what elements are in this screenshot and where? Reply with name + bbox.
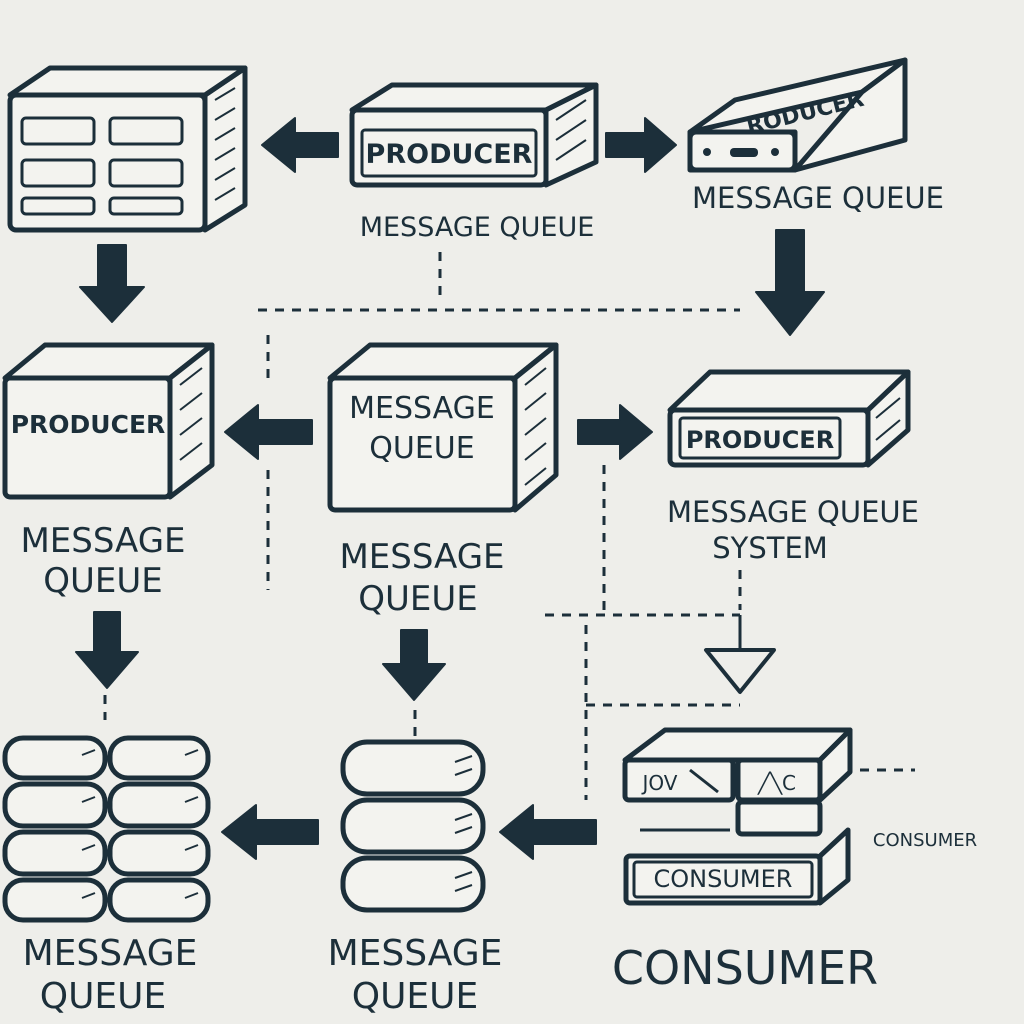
arrow-right-top	[605, 117, 677, 173]
consumer-bottom-label: CONSUMER	[654, 865, 793, 893]
arrow-left-mid-left	[224, 404, 313, 460]
message-queue-box-center: MESSAGE QUEUE	[327, 342, 559, 513]
arrow-left-bottom-center	[499, 804, 597, 860]
caption-queue-bottom-center: QUEUE	[352, 976, 479, 1017]
caption-consumer: CONSUMER	[612, 941, 878, 995]
caption-queue-bottom-left: QUEUE	[40, 976, 167, 1017]
caption-message-center: MESSAGE	[339, 537, 504, 577]
consumer-top-right-label: ╱╲C	[757, 771, 796, 795]
arrow-down-mid-left	[75, 611, 139, 689]
arrow-down-left-top	[79, 244, 145, 323]
caption-message-queue-top-right: MESSAGE QUEUE	[692, 181, 944, 215]
caption-message-queue-top: MESSAGE QUEUE	[360, 212, 595, 243]
dashed-connectors	[103, 252, 915, 800]
flow-arrows	[75, 117, 825, 860]
arrow-down-open	[704, 648, 776, 694]
database-stack-icon-center	[340, 739, 486, 913]
server-rack-icon	[7, 65, 248, 233]
producer-label-top: PRODUCER	[366, 139, 533, 170]
database-stack-icon-left	[2, 735, 211, 923]
producer-label-mid-right: PRODUCER	[686, 426, 834, 454]
message-queue-label-line2: QUEUE	[369, 431, 474, 466]
arrow-down-right-top	[755, 229, 825, 336]
arrow-left-top	[261, 117, 339, 173]
consumer-top-left-label: JOV	[641, 771, 678, 795]
arrow-left-bottom-left	[221, 804, 319, 860]
caption-message-queue-system-line2: SYSTEM	[712, 531, 828, 565]
caption-message-bottom-center: MESSAGE	[328, 933, 503, 974]
caption-message-bottom-left: MESSAGE	[23, 933, 198, 974]
consumer-side-label: CONSUMER	[873, 830, 977, 851]
consumer-group: JOV ╱╲C CONSUMER	[622, 727, 853, 906]
producer-box-top: PRODUCER	[349, 82, 599, 188]
producer-device-top-right: RODUCER	[687, 57, 908, 173]
producer-box-mid-left: PRODUCER	[2, 342, 215, 500]
producer-label-mid-left: PRODUCER	[11, 410, 166, 439]
caption-message-queue-system-line1: MESSAGE QUEUE	[667, 495, 919, 529]
arrow-down-mid-center	[382, 629, 446, 701]
caption-message-mid-left: MESSAGE	[20, 521, 185, 561]
message-queue-label-line1: MESSAGE	[349, 391, 495, 426]
producer-box-mid-right: PRODUCER	[667, 369, 911, 468]
caption-queue-mid-left: QUEUE	[43, 561, 163, 601]
caption-queue-center: QUEUE	[358, 579, 478, 619]
arrow-right-mid	[577, 404, 653, 460]
